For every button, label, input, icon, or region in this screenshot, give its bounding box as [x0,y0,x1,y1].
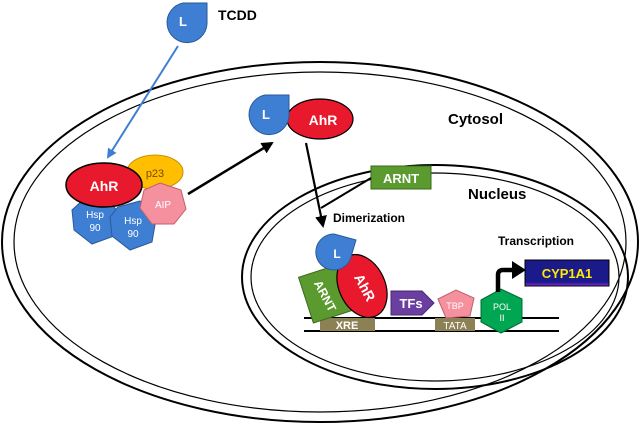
ligand-bound-label: L [262,107,270,122]
tata-label: TATA [443,321,467,332]
tata-element [435,318,475,331]
tfs-protein [390,290,435,316]
tcdd-ligand: L [166,2,208,44]
ligand-nuclear-shape [315,233,357,271]
cytosolic-ahr-complex: p23 Hsp 90 Hsp 90 AIP AhR [65,154,187,251]
tcdd-ligand-label: L [179,14,187,29]
cyp1a1-gene-box [524,259,610,287]
tbp-label: TBP [446,301,464,311]
transcription-arrowhead [512,261,526,279]
nuclear-transcription-complex: ARNT AhR L TFs TBP POL II [297,233,523,334]
activation-arrow [187,141,274,196]
ahr-cytosolic-label: AhR [90,178,119,194]
nuclear-inner-membrane [250,172,620,382]
arnt-line [320,177,372,209]
ligand-bound-ahr: AhR L [248,94,354,140]
translocation-arrow [304,142,327,228]
ahr-bound-label: AhR [309,112,338,128]
transcription-arrow [495,267,514,292]
hsp90-right-label-line2: 90 [127,229,139,240]
aip-protein [139,182,187,225]
pol-ii-label-line2: II [499,313,504,323]
cell-inner-membrane [13,71,627,413]
cyp1a1-gene-label: CYP1A1 [542,266,593,281]
ligand-entry-arrow [106,45,179,159]
ligand-nuclear-label: L [333,247,340,261]
dimerization-label: Dimerization [333,211,405,225]
hsp90-left-label-line2: 90 [89,223,101,234]
tcdd-label: TCDD [218,7,257,23]
hsp90-left-label-line1: Hsp [86,210,104,221]
aip-label: AIP [155,200,171,211]
xre-label: XRE [336,320,359,332]
pol-ii-protein [480,288,523,334]
cytosol-label: Cytosol [448,111,503,128]
arnt-label: ARNT [383,171,419,186]
cell-membrane [1,61,639,423]
transcription-label: Transcription [498,234,574,248]
tbp-protein [437,289,475,319]
pol-ii-label-line1: POL [493,302,511,312]
arnt-box [370,165,432,190]
tfs-label: TFs [399,296,422,311]
hsp90-right-label-line1: Hsp [124,216,142,227]
p23-label: p23 [146,168,164,180]
nucleus-label: Nucleus [468,186,526,203]
xre-element [320,318,375,331]
ahr-protein-cytosolic [65,162,143,208]
nuclear-membrane [241,164,629,390]
ligand-bound-shape [248,94,290,136]
